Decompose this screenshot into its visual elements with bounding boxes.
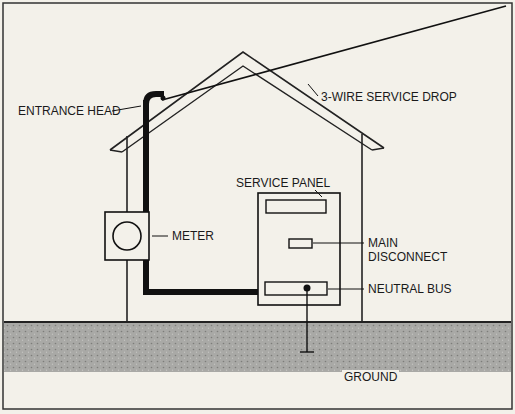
leader-line xyxy=(152,236,168,237)
part-label: SERVICE PANEL xyxy=(236,176,330,190)
leader-line xyxy=(328,289,364,290)
conduit xyxy=(143,200,149,212)
part-label: GROUND xyxy=(342,370,399,384)
service-panel xyxy=(258,193,340,305)
ground-rod xyxy=(300,351,314,352)
part-label: MAIN DISCONNECT xyxy=(368,236,458,264)
leader-line xyxy=(313,243,364,244)
panel-breaker xyxy=(266,200,326,213)
meter-box xyxy=(105,212,149,260)
ground-wire xyxy=(306,290,307,352)
wire-label: 3-WIRE SERVICE DROP xyxy=(321,90,457,104)
part-label: ENTRANCE HEAD xyxy=(18,104,121,118)
leader-line xyxy=(315,190,322,197)
entrance-head xyxy=(161,96,166,101)
main-disconnect xyxy=(289,239,312,248)
service-drop-wire xyxy=(162,6,506,100)
conduit xyxy=(146,100,260,292)
leader-line xyxy=(308,84,318,96)
part-label: METER xyxy=(172,229,214,243)
meter-dial xyxy=(113,222,141,250)
frame xyxy=(3,3,512,409)
ground-band xyxy=(4,322,511,372)
part-label: NEUTRAL BUS xyxy=(368,282,452,296)
roof xyxy=(372,148,384,150)
roof xyxy=(110,150,122,152)
neutral-bus xyxy=(265,282,327,295)
house-wall xyxy=(361,134,363,322)
roof xyxy=(122,66,372,152)
grade-line xyxy=(4,321,511,323)
